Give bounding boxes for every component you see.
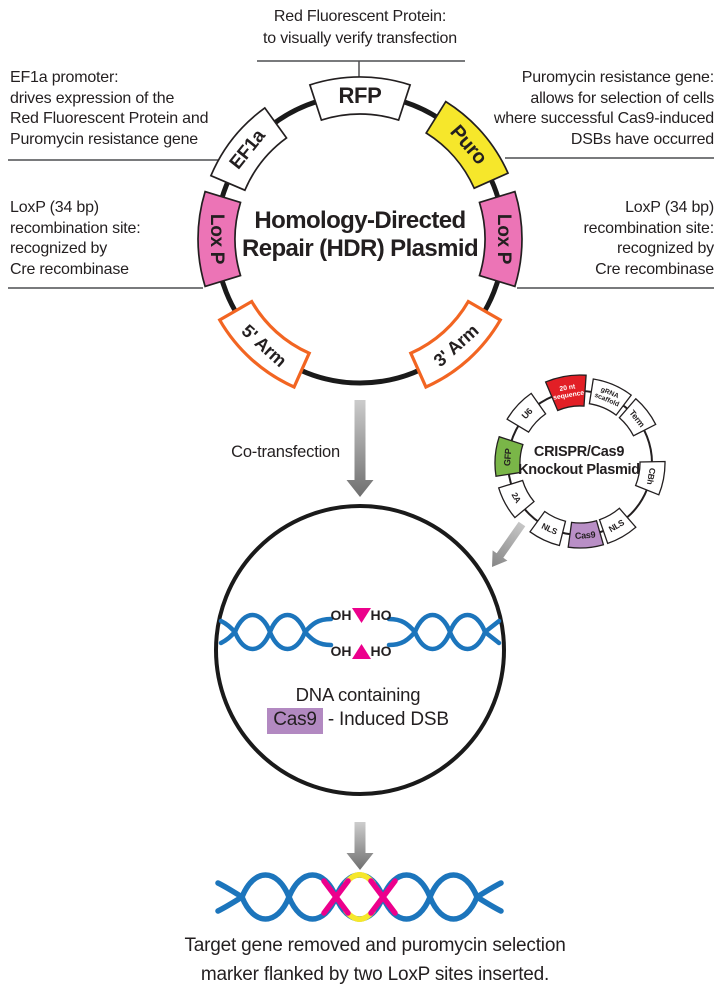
hdr-plasmid-title: Homology-Directed Repair (HDR) Plasmid	[230, 207, 490, 263]
strand-end-label-ho-bottom: HO	[371, 643, 392, 659]
crispr-plasmid-title: CRISPR/Cas9 Knockout Plasmid	[468, 444, 690, 479]
segment-label-loxp_right: Lox P	[493, 214, 514, 265]
result-arrow	[346, 822, 374, 870]
plasmid-segment-label-rfp: RFP	[338, 83, 381, 108]
loxp-right-line4: Cre recombinase	[595, 260, 714, 278]
plasmid-segment-arm_5	[217, 299, 312, 390]
segment-label-cbh: CBh	[645, 467, 658, 485]
dsb-triangle-up-icon	[352, 644, 371, 659]
puro-annotation-line2: allows for selection of cells	[530, 89, 714, 107]
dsb-triangle-down-icon	[352, 608, 371, 623]
rfp-callout-line2: to visually verify transfection	[263, 30, 457, 47]
plasmid-segment-loxp_left	[197, 190, 242, 288]
co-transfection-arrow	[346, 400, 374, 497]
ef1a-annotation: EF1a promoter: drives expression of the …	[10, 68, 245, 150]
loxp-left-line4: Cre recombinase	[10, 260, 129, 278]
result-caption-line2: marker flanked by two LoxP sites inserte…	[200, 963, 550, 985]
rfp-callout: Red Fluorescent Protein: to visually ver…	[210, 6, 510, 50]
ef1a-annotation-line4: Puromycin resistance gene	[10, 130, 198, 148]
loxp-left-line3: recognized by	[10, 240, 108, 257]
loxp-sites-magenta	[321, 878, 398, 916]
plasmid-segment-cbh	[634, 460, 666, 496]
dsb-caption-rest: - Induced DSB	[322, 709, 449, 730]
plasmid-segment-twoa	[497, 479, 535, 519]
hdr-plasmid-title-line1: Homology-Directed	[254, 207, 466, 234]
result-dna-strand-a	[215, 872, 504, 922]
plasmid-segment-seq20	[544, 374, 587, 412]
puro-annotation-line1: Puromycin resistance gene:	[521, 69, 714, 86]
strand-end-label-ho-top: HO	[371, 607, 392, 623]
ef1a-annotation-line1: EF1a promoter:	[10, 69, 119, 86]
plasmid-segment-gfp	[494, 435, 524, 478]
strand-end-label-oh-top: OH	[331, 607, 352, 623]
loxp-right-line1: LoxP (34 bp)	[625, 199, 714, 216]
ef1a-annotation-line2: drives expression of the	[10, 89, 175, 107]
puro-annotation-line4: DSBs have occurred	[570, 130, 714, 148]
plasmid-segment-u6	[506, 392, 547, 433]
result-dna-strand-b	[215, 872, 504, 922]
rfp-callout-line1: Red Fluorescent Protein:	[273, 8, 447, 25]
dsb-dna-strand-bottom	[218, 613, 502, 651]
result-caption: Target gene removed and puromycin select…	[125, 932, 625, 989]
loxp-right-annotation: LoxP (34 bp) recombination site: recogni…	[474, 198, 715, 280]
segment-label-cas9: Cas9	[575, 530, 596, 541]
loxp-left-annotation: LoxP (34 bp) recombination site: recogni…	[10, 198, 245, 280]
plasmid-segment-rfp	[308, 76, 412, 122]
segment-label-loxp_left: Lox P	[206, 214, 227, 265]
plasmid-segment-label-cbh: CBh	[645, 467, 658, 485]
cas9-highlight-chip: Cas9	[267, 708, 323, 734]
segment-label-rfp: RFP	[338, 83, 381, 108]
loxp-left-line2: recombination site:	[10, 219, 141, 237]
dsb-caption-line1: DNA containing	[295, 684, 421, 705]
segment-label-twoa: 2A	[509, 491, 523, 505]
result-caption-line1: Target gene removed and puromycin select…	[184, 935, 566, 956]
plasmid-segment-puro	[425, 100, 510, 190]
loxp-right-line3: recognized by	[616, 240, 714, 257]
crispr-plasmid-title-line1: CRISPR/Cas9	[533, 444, 625, 460]
strand-end-label-oh-bottom: OH	[331, 643, 352, 659]
plasmid-segment-nls_right	[598, 507, 637, 545]
plasmid-segment-cas9	[567, 519, 605, 549]
hdr-plasmid-title-line2: Repair (HDR) Plasmid	[241, 235, 479, 262]
plasmid-segment-nls_left	[529, 510, 567, 547]
plasmid-segment-arm_3	[408, 299, 503, 390]
dsb-caption-line2: Cas9 - Induced DSB	[208, 708, 508, 734]
plasmid-segment-term	[618, 397, 657, 437]
segment-label-seq20-line1: 20 nt	[559, 383, 577, 393]
plasmid-segment-label-loxp_left: Lox P	[206, 214, 227, 265]
crispr-to-cell-arrow	[492, 521, 526, 567]
plasmid-segment-label-loxp_right: Lox P	[493, 214, 514, 265]
loxp-left-line1: LoxP (34 bp)	[10, 199, 99, 216]
crispr-plasmid-title-line2: Knockout Plasmid	[518, 461, 640, 478]
co-transfection-label: Co-transfection	[231, 443, 340, 461]
puro-annotation-line3: where successful Cas9-induced	[493, 110, 714, 127]
plasmid-segment-loxp_right	[478, 190, 523, 288]
plasmid-segment-label-twoa: 2A	[509, 491, 523, 505]
loxp-right-line2: recombination site:	[583, 219, 715, 237]
plasmid-segment-grna	[588, 378, 633, 417]
plasmid-segment-ef1a	[209, 106, 288, 192]
ef1a-annotation-line3: Red Fluorescent Protein and	[10, 110, 209, 127]
puro-annotation: Puromycin resistance gene: allows for se…	[474, 68, 714, 150]
plasmid-segment-label-cas9: Cas9	[575, 530, 596, 541]
plasmid-segment-label-gfp: GFP	[502, 448, 513, 467]
segment-label-gfp: GFP	[502, 448, 513, 467]
